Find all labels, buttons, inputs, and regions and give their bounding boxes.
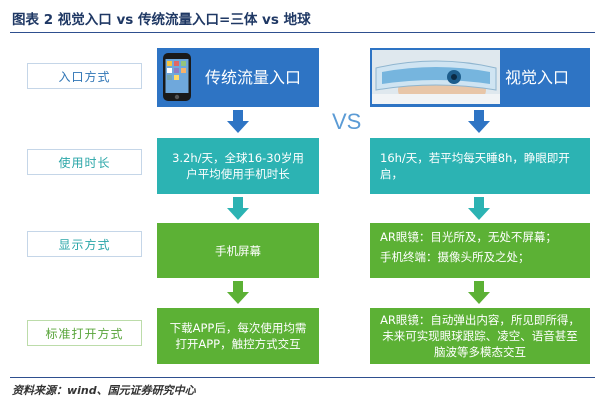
display-phone-text: 手机屏幕 [215,243,261,258]
usage-time-phone-text: 3.2h/天，全球16-30岁用户平均使用手机时长 [172,151,304,181]
display-ar-box: AR眼镜：目光所及，无处不屏幕； 手机终端：摄像头所及之处； [370,223,590,278]
top-divider [10,32,595,33]
label-entry-method: 入口方式 [27,63,142,89]
down-arrow-icon [227,197,249,221]
down-arrow-icon [468,110,490,134]
open-method-ar-box: AR眼镜：自动弹出内容，所见即所得，未来可实现眼球跟踪、凌空、语音甚至脑波等多模… [370,308,590,364]
vs-label: VS [332,109,362,134]
bottom-divider [10,377,595,378]
open-method-phone-box: 下载APP后，每次使用均需打开APP，触控方式交互 [157,308,319,364]
traditional-entry-text: 传统流量入口 [204,67,301,87]
source-note: 资料来源：wind、国元证券研究中心 [12,384,196,397]
usage-time-ar-text: 16h/天，若平均每天睡8h，睁眼即开启， [380,151,570,181]
figure-title: 图表 2 视觉入口 vs 传统流量入口=三体 vs 地球 [12,12,311,28]
open-method-ar-text: AR眼镜：自动弹出内容，所见即所得，未来可实现眼球跟踪、凌空、语音甚至脑波等多模… [380,313,580,359]
visual-entry-text: 视觉入口 [505,67,570,87]
ar-goggles-icon [372,50,500,104]
display-ar-text-line1: AR眼镜：目光所及，无处不屏幕； [380,230,557,244]
label-display-method: 显示方式 [27,231,142,257]
smartphone-icon [163,53,191,101]
display-phone-box: 手机屏幕 [157,223,319,278]
label-standard-open-method: 标准打开方式 [27,320,142,346]
usage-time-phone-box: 3.2h/天，全球16-30岁用户平均使用手机时长 [157,138,319,194]
down-arrow-icon [227,281,249,305]
open-method-phone-text: 下载APP后，每次使用均需打开APP，触控方式交互 [169,321,307,351]
label-usage-time: 使用时长 [27,149,142,175]
usage-time-ar-box: 16h/天，若平均每天睡8h，睁眼即开启， [370,138,590,194]
down-arrow-icon [227,110,249,134]
down-arrow-icon [468,197,490,221]
display-ar-text-line2: 手机终端：摄像头所及之处； [380,250,530,264]
down-arrow-icon [468,281,490,305]
